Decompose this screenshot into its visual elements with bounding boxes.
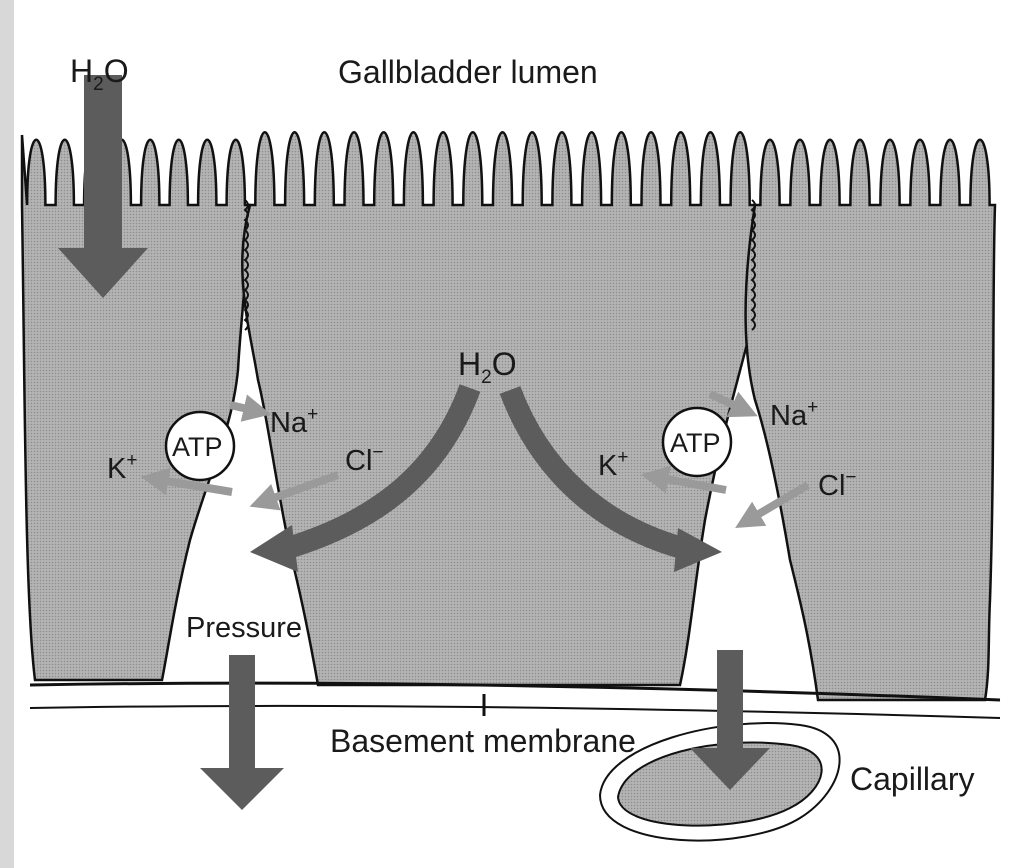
basement-membrane-lower: [29, 704, 1001, 719]
lumen-label: Gallbladder lumen: [338, 54, 598, 90]
pressure-label: Pressure: [186, 612, 302, 644]
h2o-right-curve-arrow: [499, 386, 686, 559]
k-label-right: K+: [598, 447, 628, 482]
cl-arrow-left: [249, 471, 340, 511]
h2o-left-curve-arrow: [284, 384, 481, 559]
page-edge-shadow: [0, 0, 14, 868]
h2o-entry-arrow-head: [58, 248, 148, 298]
atp-pump-left: [164, 410, 236, 482]
cell-middle: [241, 131, 757, 687]
atp-label-right: ATP: [670, 428, 721, 458]
tight-junction-left: [243, 199, 249, 331]
k-label-left: K+: [107, 450, 137, 485]
cl-label-right: Cl−: [818, 467, 857, 502]
cl-arrow-right: [735, 481, 811, 528]
h2o-top-label: H2O: [70, 53, 129, 95]
atp-pump-right: [661, 406, 733, 478]
na-label-left: Na+: [270, 404, 318, 439]
k-arrow-left: [140, 467, 233, 496]
na-arrow-right: [708, 390, 758, 418]
atp-label-left: ATP: [172, 432, 223, 462]
cl-label-left: Cl−: [345, 442, 384, 477]
pressure-flow-arrow-head: [200, 768, 284, 810]
h2o-right-arrow-head: [674, 528, 722, 572]
na-arrow-left: [229, 394, 272, 422]
epithelial-cells: [20, 131, 997, 702]
capillary-label: Capillary: [850, 761, 974, 797]
capillary-lumen: [616, 741, 823, 827]
tight-junction-right: [750, 199, 756, 331]
basement-membrane-upper: [29, 681, 1001, 702]
basement-membrane-label: Basement membrane: [330, 723, 636, 759]
capillary-flow-arrow-head: [690, 748, 770, 790]
cell-right: [744, 138, 997, 702]
h2o-center-label: H2O: [458, 346, 517, 388]
na-label-right: Na+: [770, 397, 818, 432]
h2o-left-arrow-head: [250, 525, 298, 572]
k-arrow-right: [640, 465, 727, 494]
